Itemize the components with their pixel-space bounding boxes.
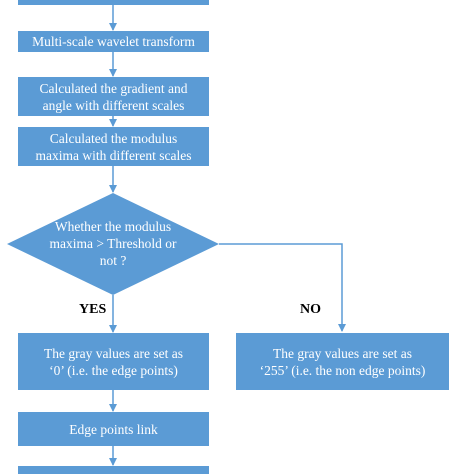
modulus-maxima-box: Calculated the modulus maxima with diffe… bbox=[18, 127, 209, 166]
bottom-partial-box bbox=[18, 466, 209, 474]
decision-diamond bbox=[7, 193, 219, 295]
wavelet-transform-box: Multi-scale wavelet transform bbox=[18, 31, 209, 52]
gradient-angle-box: Calculated the gradient and angle with d… bbox=[18, 77, 209, 116]
decision-text: Whether the modulus maxima > Threshold o… bbox=[49, 219, 177, 268]
edge-points-link-box: Edge points link bbox=[18, 412, 209, 446]
arrow-decision-no bbox=[219, 243, 346, 332]
yes-label: YES bbox=[79, 302, 107, 317]
top-partial-box bbox=[18, 0, 209, 5]
set-zero-box: The gray values are set as ‘0’ (i.e. the… bbox=[18, 333, 209, 390]
set-255-box: The gray values are set as ‘255’ (i.e. t… bbox=[236, 333, 449, 390]
no-label: NO bbox=[300, 302, 321, 317]
